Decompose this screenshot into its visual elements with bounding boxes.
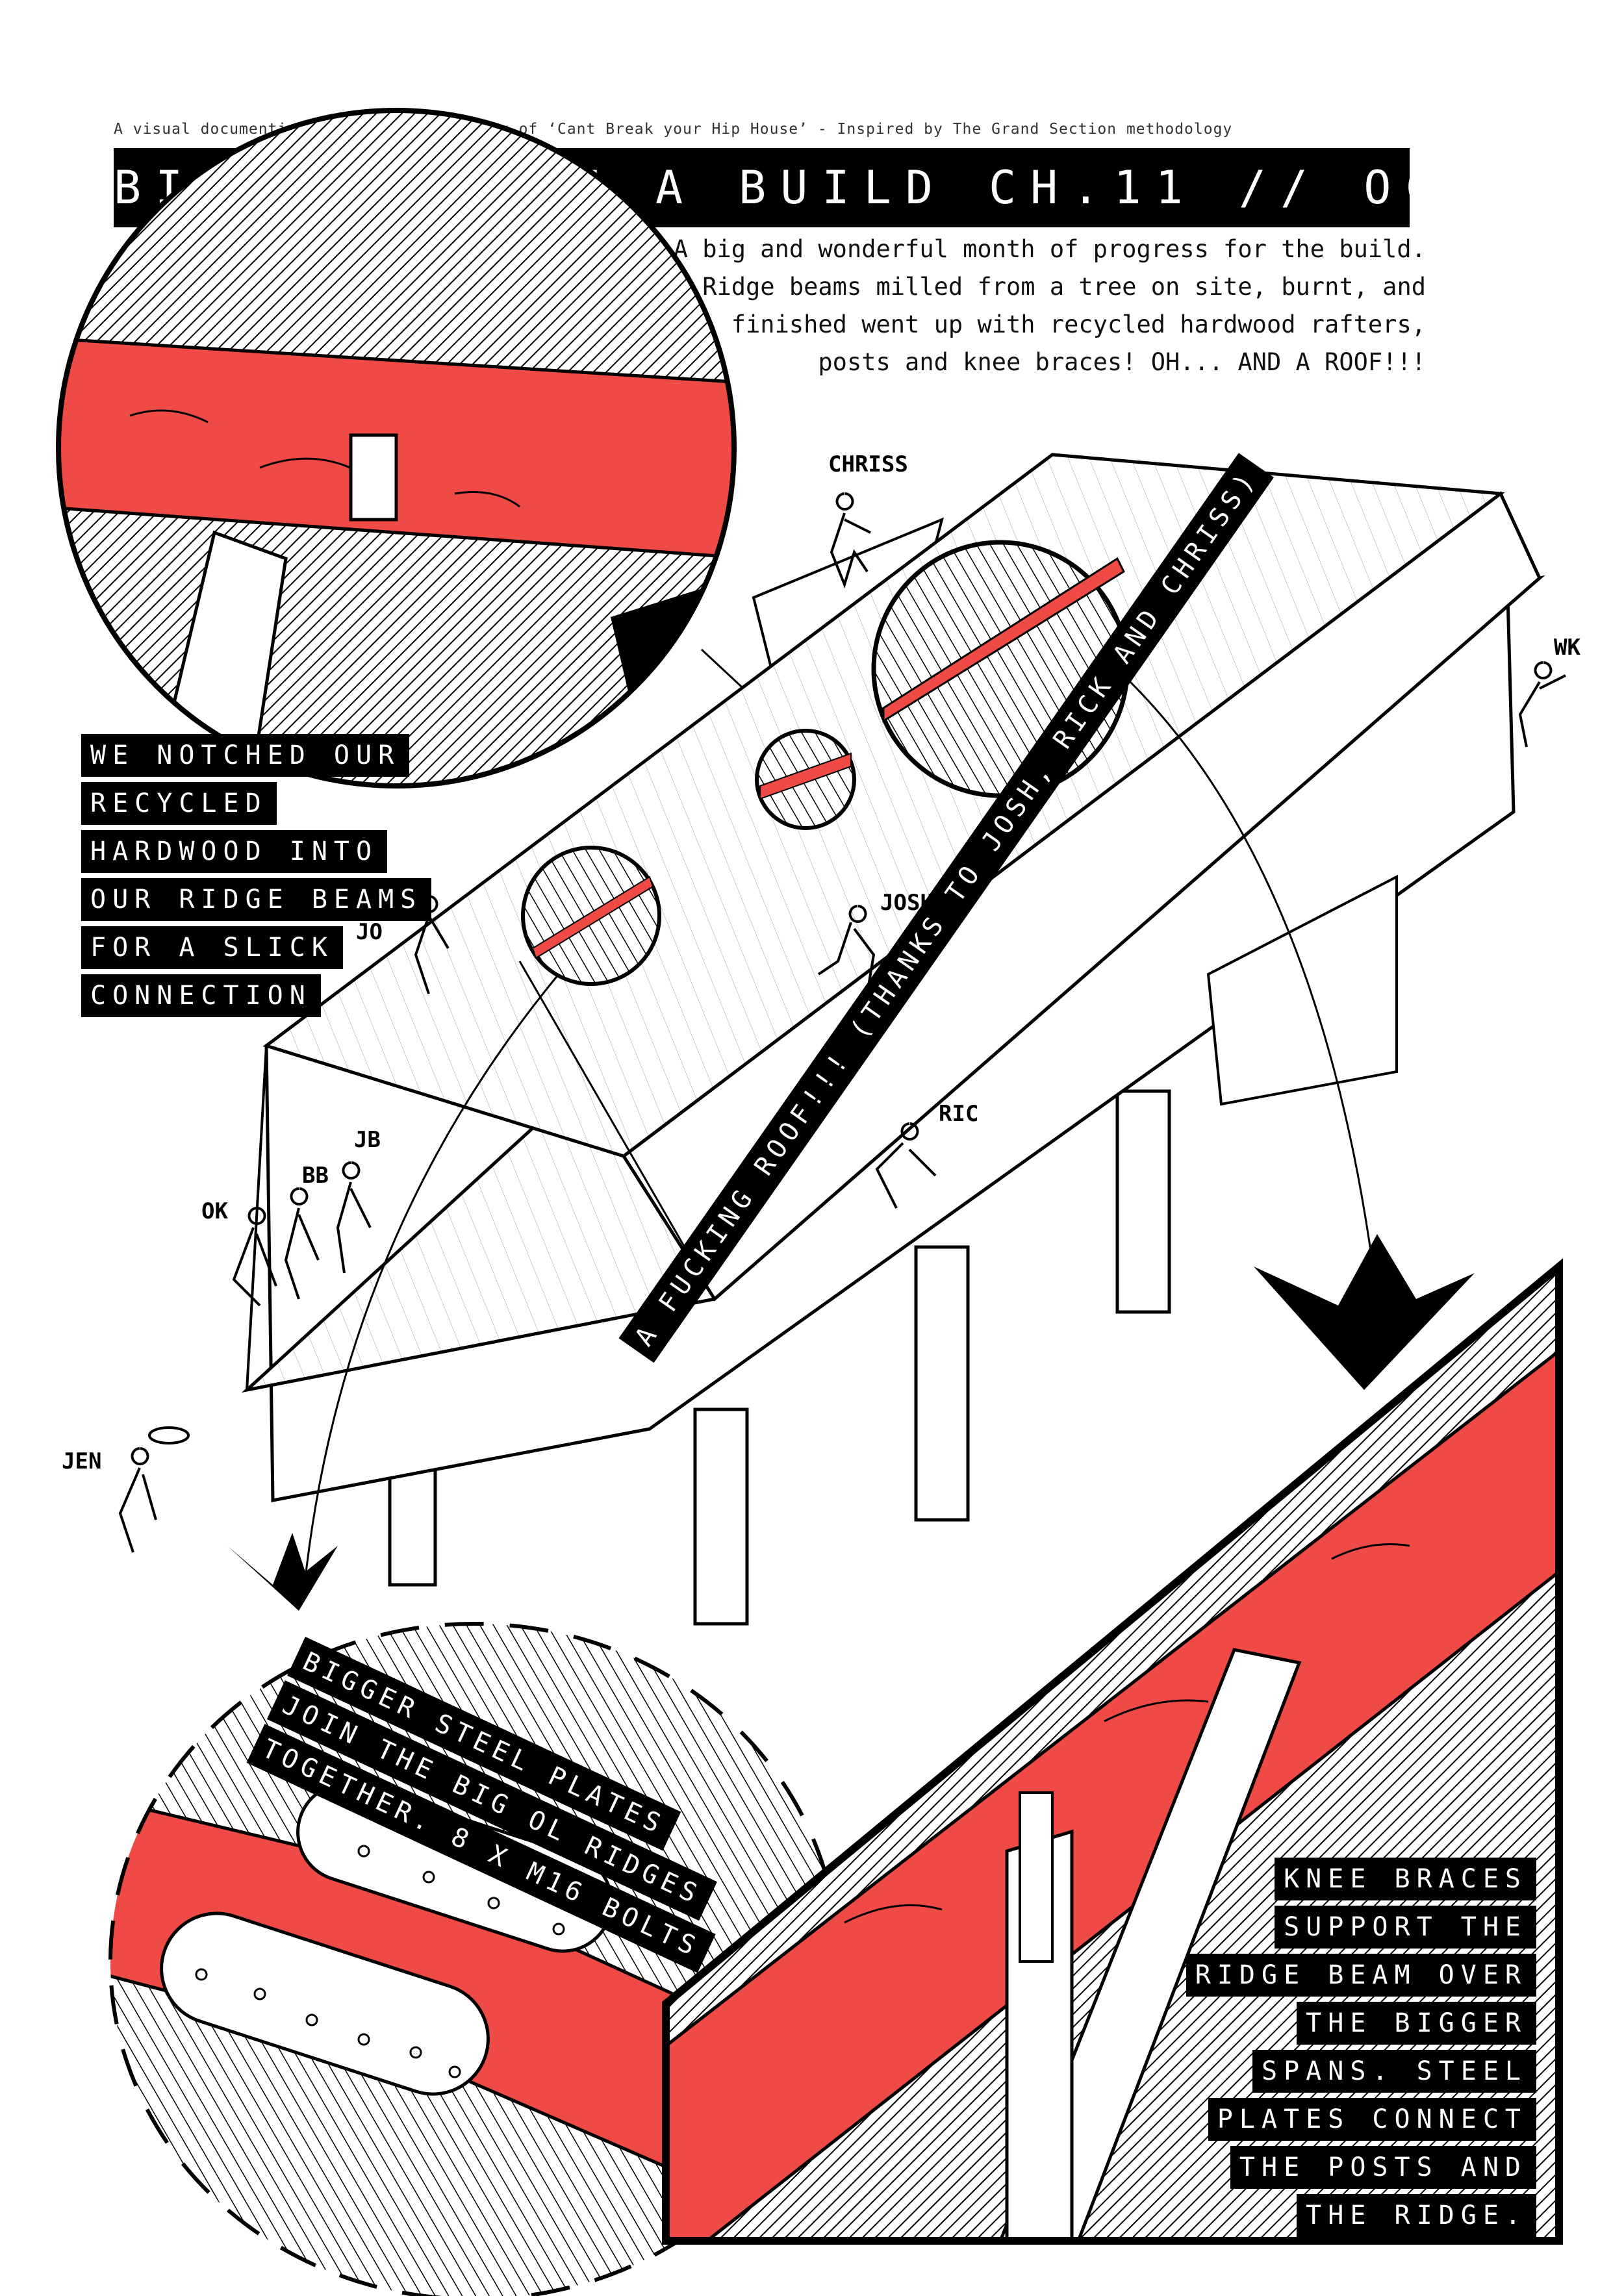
arrow-heads [227, 1234, 1475, 1611]
callout-line: THE RIDGE. [1297, 2194, 1536, 2237]
label-josh: JOSH [880, 890, 933, 916]
callout-knee: KNEE BRACES SUPPORT THE RIDGE BEAM OVER … [1186, 1858, 1536, 2242]
label-ok: OK [201, 1198, 228, 1224]
leader-lines [304, 681, 1378, 1579]
label-chriss: CHRISS [828, 451, 908, 477]
callout-line: OUR RIDGE BEAMS [81, 878, 432, 921]
callout-line: THE BIGGER [1297, 2002, 1536, 2045]
intro-line: posts and knee braces! OH... AND A ROOF!… [818, 348, 1426, 376]
callout-line: HARDWOOD INTO [81, 830, 388, 873]
callout-line: RECYCLED [81, 782, 277, 825]
callout-line: SUPPORT THE [1275, 1906, 1536, 1949]
intro-line: A big and wonderful month of progress fo… [673, 235, 1426, 263]
intro-paragraph: A big and wonderful month of progress fo… [451, 231, 1426, 381]
notch-detail-circle [56, 108, 800, 788]
label-jb: JB [354, 1127, 381, 1153]
callout-line: KNEE BRACES [1275, 1858, 1536, 1900]
callout-line: WE NOTCHED OUR [81, 734, 410, 777]
house-posts [388, 1089, 1171, 1626]
callout-notched: WE NOTCHED OUR RECYCLED HARDWOOD INTO OU… [81, 734, 432, 1022]
callout-line: PLATES CONNECT [1208, 2098, 1536, 2141]
callout-line: RIDGE BEAM OVER [1186, 1954, 1536, 1997]
stick-figures [118, 492, 1566, 1553]
label-bb: BB [302, 1163, 329, 1189]
label-jo: JO [356, 919, 383, 945]
label-ric: RIC [939, 1101, 979, 1127]
callout-line: THE POSTS AND [1230, 2146, 1536, 2189]
callout-line: FOR A SLICK [81, 926, 343, 969]
label-wk: WK [1554, 635, 1580, 661]
label-jen: JEN [62, 1448, 102, 1474]
callout-line: CONNECTION [81, 974, 321, 1017]
callout-line: SPANS. STEEL [1252, 2050, 1536, 2093]
intro-line: Ridge beams milled from a tree on site, … [702, 273, 1426, 301]
intro-line: finished went up with recycled hardwood … [731, 310, 1426, 338]
